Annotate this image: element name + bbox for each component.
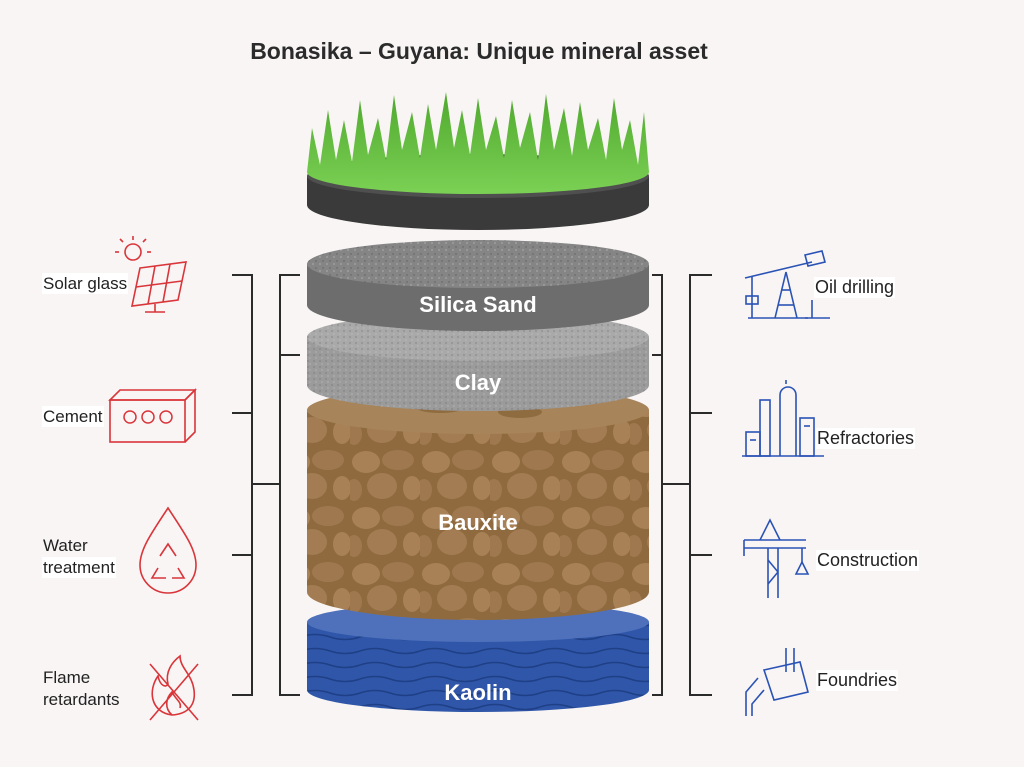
no-fire-icon [149,654,199,721]
grass-topsoil-layer [307,92,649,230]
label-refractories: Refractories [816,428,916,449]
label-construction: Construction [816,550,920,571]
clay-layer [307,313,649,411]
layer-label-bauxite: Bauxite [438,510,518,535]
factory-icon [742,380,824,457]
layer-label-clay: Clay [454,370,502,395]
left-bracket-lines [232,274,300,696]
water-recycle-drop-icon [139,506,197,594]
layer-label-silica-sand: Silica Sand [419,292,537,317]
label-flame-line1: Flame [43,668,91,687]
label-water-line2: treatment [42,557,116,578]
diagram-title: Bonasika – Guyana: Unique mineral asset [250,38,708,64]
bauxite-layer [307,386,649,620]
layer-label-kaolin: Kaolin [444,680,512,705]
label-flame-line2: retardants [43,690,120,709]
label-solar-glass: Solar glass [42,273,129,294]
cement-block-icon [108,388,197,443]
solar-panel-icon [115,236,188,313]
cement-holes-icon [123,410,173,424]
label-foundries: Foundries [816,670,899,691]
crane-icon [743,518,810,598]
label-oil-drilling: Oil drilling [814,277,896,298]
ladle-pour-icon [745,648,809,716]
label-water-line1: Water [43,536,88,555]
label-cement: Cement [42,406,104,427]
right-bracket-lines [652,274,712,696]
silica-sand-layer [307,240,649,331]
oil-pump-icon [744,250,830,319]
